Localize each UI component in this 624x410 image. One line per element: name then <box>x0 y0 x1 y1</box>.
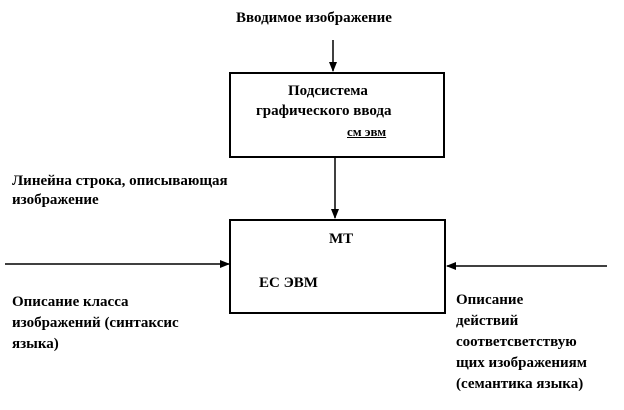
subsystem-line1: Подсистема <box>288 83 368 99</box>
mt-title: МТ <box>329 231 354 247</box>
actions-description-line1: Описание <box>456 292 524 308</box>
actions-description-line5: (семантика языка) <box>456 376 584 392</box>
class-description-line3: языка) <box>12 336 59 352</box>
actions-description-line4: щих изображениям <box>456 355 587 371</box>
graphic-input-subsystem-box: Подсистема графического ввода см эвм <box>229 72 445 158</box>
mt-subtitle: ЕС ЭВМ <box>259 275 318 291</box>
subsystem-line2: графического ввода <box>256 103 392 119</box>
class-description-line2: изображений (синтаксис <box>12 315 179 331</box>
subsystem-line3: см эвм <box>347 124 387 139</box>
linear-string-label-line1: Линейна строка, описывающая <box>12 173 228 189</box>
linear-string-label-line2: изображение <box>12 192 99 208</box>
mt-box: МТ ЕС ЭВМ <box>229 219 446 314</box>
input-image-label: Вводимое изображение <box>236 10 392 26</box>
actions-description-line3: соответсветствую <box>456 334 577 350</box>
actions-description-line2: действий <box>456 313 519 329</box>
class-description-line1: Описание класса <box>12 294 129 310</box>
